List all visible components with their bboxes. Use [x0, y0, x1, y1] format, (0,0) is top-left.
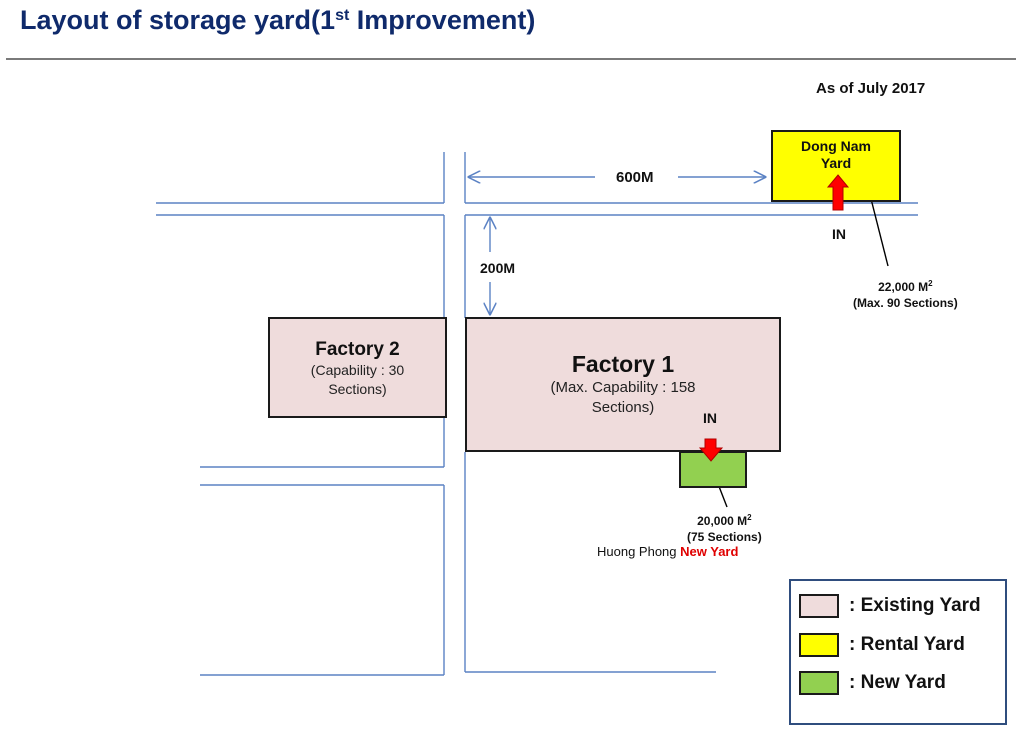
page-title: Layout of storage yard(1st Improvement) [20, 5, 536, 35]
factory-1-capability: (Max. Capability : 158 Sections) [550, 379, 696, 416]
factory-2: Factory 2 (Capability : 30 Sections) [268, 317, 447, 418]
legend: : Existing Yard : Rental Yard : New Yard [789, 579, 1007, 725]
legend-swatch-new [799, 671, 839, 695]
entrance-label-factory-1: IN [703, 410, 717, 426]
distance-label-600m: 600M [616, 169, 654, 186]
huong-phong-label: Huong Phong New Yard [597, 544, 739, 559]
entrance-arrow-dong-nam [826, 174, 850, 211]
factory-2-name: Factory 2 [315, 339, 400, 360]
huong-phong-area-info: 20,000 M2 (75 Sections) [687, 513, 762, 544]
legend-swatch-rental [799, 633, 839, 657]
title-divider [6, 58, 1016, 60]
legend-swatch-existing [799, 594, 839, 618]
legend-item-new: : New Yard [799, 670, 946, 696]
dong-nam-yard-name: Dong Nam Yard [801, 138, 871, 171]
distance-label-200m: 200M [480, 260, 516, 276]
legend-item-rental: : Rental Yard [799, 632, 965, 658]
factory-1: Factory 1 (Max. Capability : 158 Section… [465, 317, 781, 452]
factory-1-name: Factory 1 [571, 351, 675, 377]
legend-item-existing: : Existing Yard [799, 593, 981, 619]
legend-label-rental: : Rental Yard [849, 634, 965, 655]
dong-nam-area-info: 22,000 M2 (Max. 90 Sections) [853, 279, 958, 310]
distance-arrows [469, 177, 765, 314]
factory-2-capability: (Capability : 30 Sections) [310, 362, 405, 397]
as-of-date: As of July 2017 [816, 80, 926, 97]
entrance-arrow-factory-1 [698, 438, 724, 462]
new-yard-tag: New Yard [680, 544, 739, 559]
entrance-label-dong-nam: IN [832, 226, 846, 242]
legend-label-new: : New Yard [849, 672, 946, 693]
legend-label-existing: : Existing Yard [849, 595, 981, 616]
